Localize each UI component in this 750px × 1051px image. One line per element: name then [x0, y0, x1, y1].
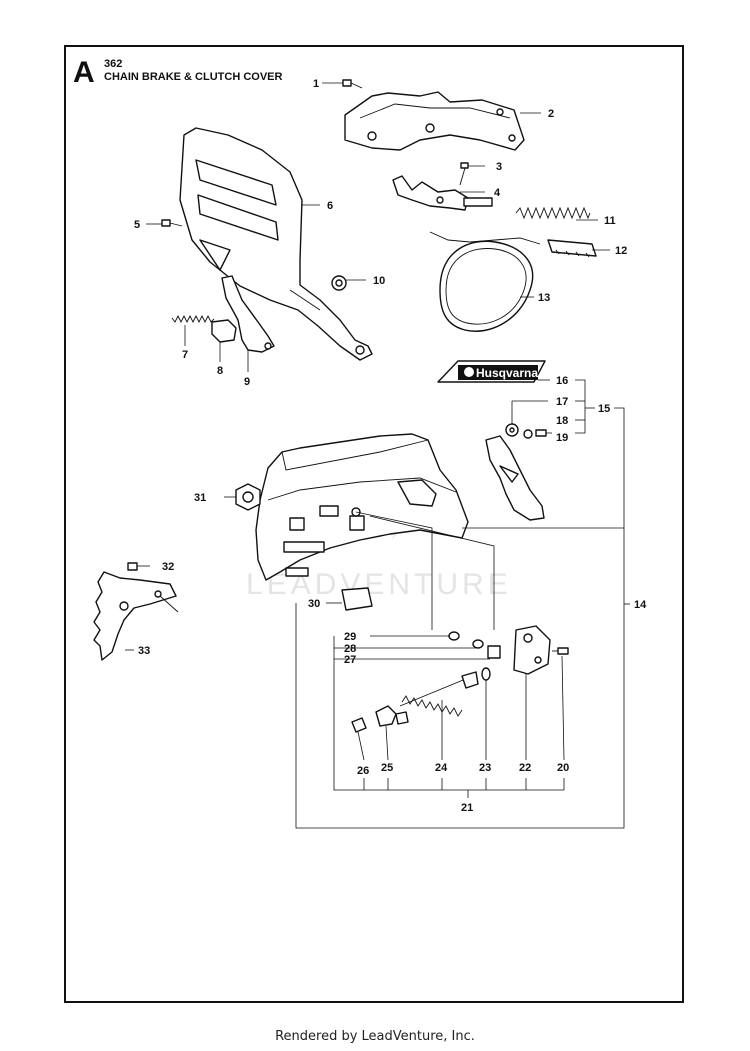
callout-27: 27	[344, 654, 356, 666]
callout-24: 24	[435, 762, 448, 774]
callout-1: 1	[313, 78, 319, 90]
part-13-brake-band	[429, 231, 541, 332]
decal-text: Husqvarna	[476, 366, 538, 380]
part-4-brake-lever	[392, 175, 493, 211]
part-27-gear	[487, 645, 501, 659]
callout-2: 2	[548, 108, 554, 120]
callout-12: 12	[615, 245, 627, 257]
part-14-clutch-cover	[255, 433, 469, 581]
part-26-nut	[351, 717, 367, 733]
part-22-bracket	[513, 625, 551, 675]
part-29-washer	[448, 631, 460, 641]
callout-29: 29	[344, 631, 356, 643]
part-23-ring	[481, 667, 491, 681]
part-10-bushing	[331, 275, 347, 291]
callout-5: 5	[134, 219, 140, 231]
part-20-screw	[552, 647, 569, 655]
callout-21: 21	[461, 802, 473, 814]
section-letter: A	[73, 56, 95, 89]
part-1-screw	[342, 79, 363, 89]
part-18-washer	[523, 429, 533, 439]
callout-32: 32	[162, 561, 174, 573]
section-title: CHAIN BRAKE & CLUTCH COVER	[104, 71, 283, 83]
callout-28: 28	[344, 643, 356, 655]
callout-16: 16	[556, 375, 568, 387]
callout-31: 31	[194, 492, 206, 504]
callout-10: 10	[373, 275, 385, 287]
callout-7: 7	[182, 349, 188, 361]
callout-26: 26	[357, 765, 369, 777]
callout-20: 20	[557, 762, 569, 774]
part-28-washer	[472, 639, 484, 649]
part-5-screw	[161, 219, 183, 227]
part-32-screw	[127, 562, 138, 571]
part-24-screw-rod	[399, 671, 479, 717]
part-9-lever	[221, 275, 275, 353]
callout-9: 9	[244, 376, 250, 388]
part-8-block	[211, 319, 237, 343]
callout-15: 15	[598, 403, 610, 415]
callout-labels: 1 2 3 4 5 6 7 8 9 10 11 12 13 14 15 16 1…	[134, 78, 647, 814]
callout-14: 14	[634, 599, 647, 611]
part-2-guard-plate	[344, 91, 525, 151]
callout-19: 19	[556, 432, 568, 444]
callout-18: 18	[556, 415, 568, 427]
callout-33: 33	[138, 645, 150, 657]
husqvarna-decal: Husqvarna	[437, 360, 546, 383]
callout-6: 6	[327, 200, 333, 212]
leader-lines	[125, 82, 630, 829]
diagram-frame	[64, 45, 684, 1003]
callout-8: 8	[217, 365, 223, 377]
model-number: 362	[104, 58, 123, 70]
part-7-spring	[171, 314, 215, 324]
footer-credit: Rendered by LeadVenture, Inc.	[275, 1029, 475, 1044]
part-15-plate	[485, 435, 545, 521]
callout-11: 11	[604, 215, 616, 227]
callout-3: 3	[496, 161, 502, 173]
part-12-spring-holder	[547, 239, 597, 258]
part-17-washer	[505, 423, 519, 437]
part-31-nut	[235, 483, 261, 511]
part-33-spike-bumper	[93, 571, 179, 661]
callout-30: 30	[308, 598, 320, 610]
part-25-nut	[375, 705, 409, 727]
part-30-rubber	[341, 587, 373, 611]
callout-4: 4	[494, 187, 501, 199]
callout-23: 23	[479, 762, 491, 774]
callout-17: 17	[556, 396, 568, 408]
callout-25: 25	[381, 762, 393, 774]
part-19-screw	[535, 429, 547, 437]
part-11-spring	[515, 206, 591, 220]
part-6-brake-handle	[179, 127, 373, 361]
part-3-screw	[459, 162, 469, 186]
callout-22: 22	[519, 762, 531, 774]
callout-13: 13	[538, 292, 550, 304]
